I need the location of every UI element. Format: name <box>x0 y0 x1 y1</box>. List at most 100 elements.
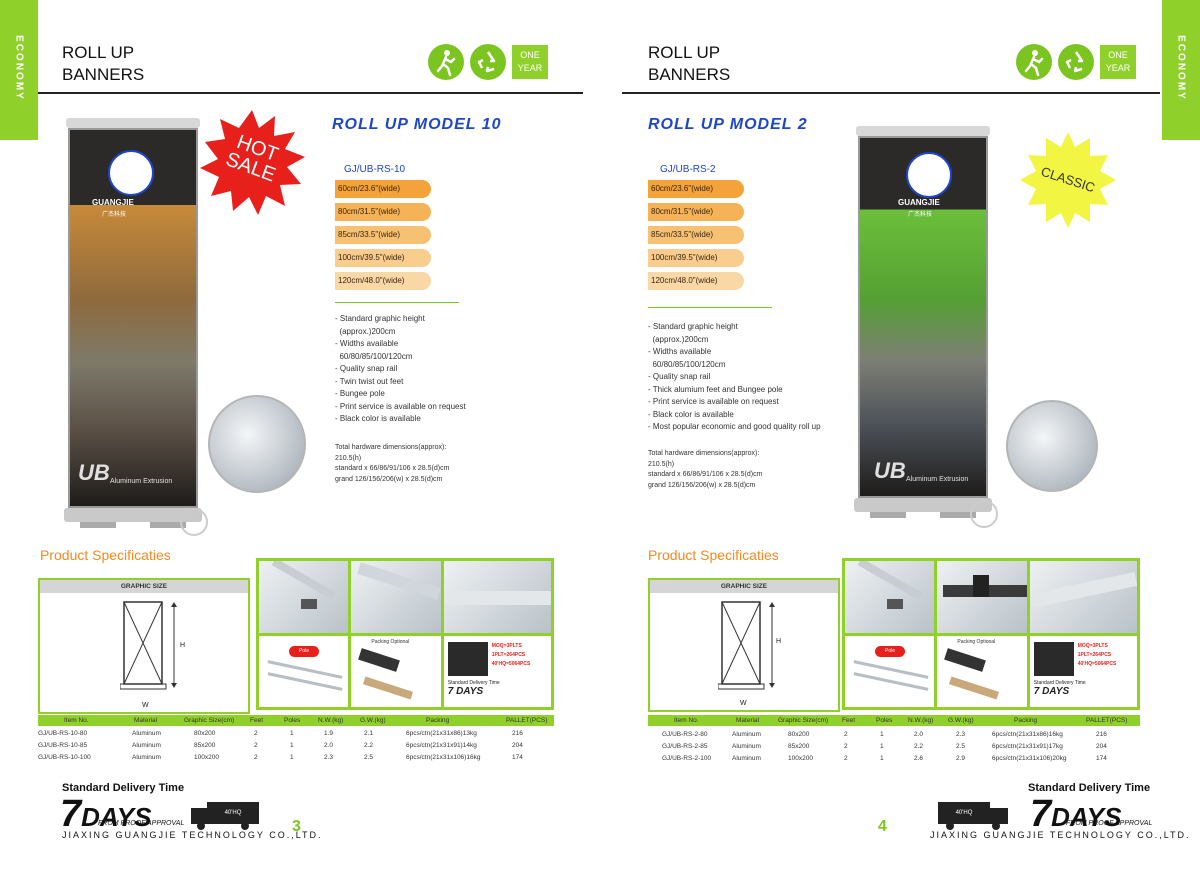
dimension-line: standard x 66/86/91/106 x 28.5(d)cm <box>648 471 763 478</box>
table-row: GJ/UB-RS-2-100 Aluminum 100x200 2 1 2.6 … <box>662 755 1107 762</box>
feature-item: - Black color is available <box>335 414 421 423</box>
delivery-7-days: 7DAYS <box>1030 793 1122 835</box>
delivery-from: FROM PROOF APPROVAL <box>98 820 185 827</box>
spec-table-body: GJ/UB-RS-2-80 Aluminum 80x200 2 1 2.0 2.… <box>662 731 1140 771</box>
delivery-7-days: 7DAYS <box>60 793 152 835</box>
spec-title: Product Specificaties <box>40 547 171 563</box>
feature-item: - Widths available <box>648 347 712 356</box>
graphic-size-label: GRAPHIC SIZE <box>40 580 248 593</box>
side-tab-right: ECONOMY <box>1162 0 1200 140</box>
title-divider <box>38 92 583 94</box>
size-list: 60cm/23.6"(wide) 80cm/31.5"(wide) 85cm/3… <box>335 180 431 290</box>
size-row: 120cm/48.0"(wide) <box>648 272 744 290</box>
photo-packing-options: Packing Optional <box>937 635 1027 707</box>
dimension-line: grand 126/156/206(w) x 28.5(d)cm <box>335 475 443 483</box>
photo-packing-options: Packing Optional <box>351 635 441 707</box>
feature-list: - Standard graphic height (approx.)200cm… <box>648 321 821 434</box>
foot-right <box>940 512 976 518</box>
spec-table-body: GJ/UB-RS-10-80 Aluminum 80x200 2 1 1.9 2… <box>38 730 554 770</box>
model-code: GJ/UB-RS-2 <box>660 164 716 175</box>
truck-icon: 40'HQ <box>185 800 267 830</box>
side-tab-label: ECONOMY <box>13 35 25 101</box>
feature-item: - Quality snap rail <box>335 364 398 373</box>
feature-item: - Black color is available <box>648 409 734 419</box>
detail-photos: Pole Optional Packing Optional MOQ=3PLTS… <box>842 558 1140 710</box>
photo-pallet: MOQ=3PLTS 1PLT=264PCS 40'HQ=5064PCS Stan… <box>443 635 551 707</box>
feature-item: - Standard graphic height <box>335 314 425 323</box>
dimensions-block: Total hardware dimensions(approx): 210.5… <box>648 449 762 491</box>
feature-item: - Most popular economic and good quality… <box>648 422 821 431</box>
size-row: 120cm/48.0"(wide) <box>335 272 431 290</box>
width-label: W <box>740 700 747 707</box>
photo-rail-closeup <box>443 561 551 633</box>
size-row: 85cm/33.5"(wide) <box>335 226 431 244</box>
detail-photos: Pole Optional Packing Optional MOQ=3PLTS… <box>256 558 554 710</box>
feature-item: - Thick alumium feet and Bungee pole <box>648 384 783 394</box>
page-title: ROLL UP BANNERS <box>62 43 145 84</box>
ub-logo: UB <box>78 460 110 485</box>
page-number: 3 <box>292 818 301 835</box>
foot-left <box>870 512 906 518</box>
company-name: JIAXING GUANGJIE TECHNOLOGY CO.,LTD. <box>62 830 323 840</box>
banner-graphic: GUANGJIE 广杰科技 UB Aluminum Extrusion <box>858 136 988 498</box>
feature-item: - Bungee pole <box>335 389 385 398</box>
table-row: GJ/UB-RS-10-85 Aluminum 85x200 2 1 2.0 2… <box>38 742 523 749</box>
walking-person-icon <box>428 44 464 80</box>
feature-item: (approx.)200cm <box>335 326 396 336</box>
delivery-title: Standard Delivery Time <box>62 782 185 794</box>
dimension-line: 210.5(h) <box>648 460 675 468</box>
size-row: 80cm/31.5"(wide) <box>648 203 744 221</box>
table-header: Item No. Material Graphic Size(cm) Feet … <box>38 715 554 726</box>
height-label: H <box>180 642 186 649</box>
side-tab-label: ECONOMY <box>1175 35 1187 101</box>
feature-item: - Widths available <box>335 339 399 348</box>
delivery-title: Standard Delivery Time <box>1028 782 1151 794</box>
warranty-badge: ONE YEAR <box>512 45 548 79</box>
starburst-shape <box>1020 132 1116 228</box>
feature-item: - Quality snap rail <box>648 372 711 381</box>
size-row: 60cm/23.6"(wide) <box>648 180 744 198</box>
section-rule <box>648 307 772 308</box>
banner-outline-icon <box>120 601 167 690</box>
truck-icon: 40'HQ <box>930 800 1012 830</box>
feature-item: - Print service is available on request <box>335 401 466 411</box>
ub-logo: UB <box>874 458 906 483</box>
ub-tagline: Aluminum Extrusion <box>906 476 969 483</box>
feature-item: - Twin twist out feet <box>335 376 404 386</box>
base <box>854 498 992 512</box>
size-row: 100cm/39.5"(wide) <box>335 249 431 267</box>
title-divider <box>622 92 1160 94</box>
feature-item: 60/80/85/100/120cm <box>648 359 726 369</box>
feature-item: 60/80/85/100/120cm <box>335 351 413 361</box>
size-list: 60cm/23.6"(wide) 80cm/31.5"(wide) 85cm/3… <box>648 180 744 290</box>
table-row: GJ/UB-RS-2-80 Aluminum 80x200 2 1 2.0 2.… <box>662 731 1107 738</box>
company-name: JIAXING GUANGJIE TECHNOLOGY CO.,LTD. <box>930 830 1191 840</box>
photo-rail-end <box>259 561 349 633</box>
zoom-target-circle <box>180 508 208 536</box>
dimension-line: Total hardware dimensions(approx): <box>335 444 447 451</box>
photo-rail-profile <box>351 561 441 633</box>
height-arrow-icon <box>769 602 775 688</box>
size-row: 100cm/39.5"(wide) <box>648 249 744 267</box>
zoom-target-circle <box>970 500 998 528</box>
dimensions-block: Total hardware dimensions(approx): 210.5… <box>335 443 449 485</box>
brand-name: GUANGJIE <box>92 198 134 207</box>
roll-up-banner-image: GUANGJIE 广杰科技 UB Aluminum Extrusion <box>852 126 994 526</box>
table-header: Item No. Material Graphic Size(cm) Feet … <box>648 715 1140 726</box>
photo-rail-clip <box>937 561 1027 633</box>
side-tab-left: ECONOMY <box>0 0 38 140</box>
photo-rail-end <box>845 561 935 633</box>
size-row: 60cm/23.6"(wide) <box>335 180 431 198</box>
guangjie-logo <box>108 150 154 196</box>
size-row: 80cm/31.5"(wide) <box>335 203 431 221</box>
dimension-line: Total hardware dimensions(approx): <box>648 450 760 457</box>
feature-list: - Standard graphic height (approx.)200cm… <box>335 313 466 426</box>
table-row: GJ/UB-RS-2-85 Aluminum 85x200 2 1 2.2 2.… <box>662 743 1107 750</box>
brand-name: GUANGJIE <box>898 198 940 207</box>
model-title: ROLL UP MODEL 10 <box>332 116 502 133</box>
graphic-size-label: GRAPHIC SIZE <box>650 580 838 593</box>
width-label: W <box>142 702 149 709</box>
recycle-icon <box>470 44 506 80</box>
photo-rail-closeup <box>1029 561 1137 633</box>
rail-detail-zoom <box>208 395 306 493</box>
